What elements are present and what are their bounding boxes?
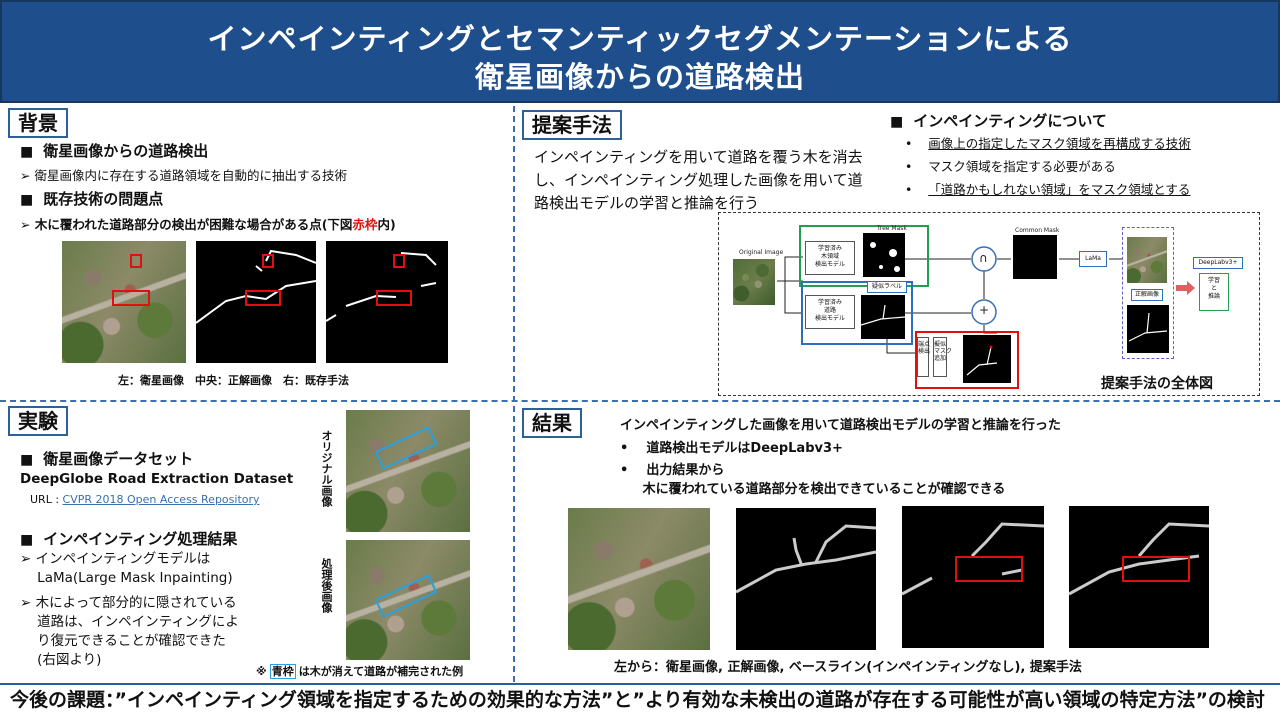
background-ground-truth-image [196, 241, 316, 363]
gt-red-box-2 [245, 290, 281, 306]
experiment-note: ※青枠は木が消えて道路が補完された例 [256, 664, 464, 679]
diagram-ground-truth-image [1127, 305, 1169, 353]
section-title-results: 結果 [522, 408, 582, 438]
background-caption: 左：衛星画像 中央：正解画像 右：既存手法 [118, 374, 349, 387]
diagram-ground-truth-label: 正解画像 [1131, 289, 1163, 301]
diagram-deeplab-box: DeepLabv3+ [1193, 257, 1243, 269]
background-satellite-image [62, 241, 186, 363]
section-title-method: 提案手法 [522, 110, 622, 140]
results-proposed-red-box [1122, 556, 1190, 582]
results-proposed-image [1069, 506, 1209, 648]
method-diagram: Original Image 学習済み 木領域 検出モデル Tree Mask … [718, 212, 1260, 396]
dataset-name: DeepGlobe Road Extraction Dataset [20, 471, 294, 487]
diagram-plus-symbol: + [979, 303, 990, 317]
background-text-2: ➢ 木に覆われた道路部分の検出が困難な場合がある点(下図赤枠内) [20, 217, 396, 232]
dataset-url-row: URL : CVPR 2018 Open Access Repository [30, 493, 260, 506]
diagram-road-model: 学習済み 道路 検出モデル [805, 295, 855, 329]
diagram-tree-model: 学習済み 木領域 検出モデル [805, 241, 855, 275]
experiment-original-image [346, 410, 470, 532]
divider-vertical [513, 106, 515, 682]
future-work-footer: 今後の課題：”インペインティング領域を指定するための効果的な方法”と”より有効な… [0, 683, 1280, 720]
section-title-experiment: 実験 [8, 406, 68, 436]
diagram-output-box [1122, 227, 1174, 359]
diagram-pseudo-label: 疑似ラベル [867, 281, 907, 293]
existing-red-box-1 [393, 254, 405, 268]
diagram-red-output-image [963, 335, 1011, 383]
experiment-bullet-1: ➢ インペインティングモデルは LaMa(Large Mask Inpainti… [20, 551, 233, 586]
results-baseline-red-box [955, 556, 1023, 582]
diagram-label-tree-mask: Tree Mask [877, 225, 907, 232]
results-intro: インペインティングした画像を用いて道路検出モデルの学習と推論を行った [620, 418, 1061, 433]
diagram-green-box [799, 225, 929, 287]
diagram-train-infer-box: 学習 と 推論 [1199, 273, 1229, 311]
divider-horizontal [0, 400, 1280, 402]
gt-red-box-1 [262, 254, 274, 268]
inpainting-bullet-1: • 画像上の指定したマスク領域を再構成する技術 [905, 136, 1191, 151]
diagram-label-common-mask: Common Mask [1015, 227, 1060, 234]
diagram-tree-mask-image [863, 233, 905, 277]
results-baseline-image [902, 506, 1044, 648]
existing-red-box-2 [376, 290, 412, 306]
results-ground-truth-image [736, 508, 876, 650]
results-bullet-1: • 道路検出モデルはDeepLabv3+ [620, 441, 843, 456]
poster-header: インペインティングとセマンティックセグメンテーションによる 衛星画像からの道路検… [0, 0, 1280, 103]
diagram-label-original: Original Image [739, 249, 784, 256]
inpainting-bullet-3: • 「道路かもしれない領域」をマスク領域とする [905, 182, 1191, 197]
experiment-processed-image [346, 540, 470, 660]
diagram-pseudo-mask: 擬似 マスク 追加 [933, 337, 952, 377]
diagram-original-image [733, 259, 775, 305]
results-caption: 左から：衛星画像, 正解画像, ベースライン(インペインティングなし), 提案手… [614, 660, 1082, 675]
title-line-2: 衛星画像からの道路検出 [474, 60, 805, 94]
title-line-1: インペインティングとセマンティックセグメンテーションによる [207, 22, 1073, 56]
background-text-1: ➢ 衛星画像内に存在する道路領域を自動的に抽出する技術 [20, 168, 347, 183]
diagram-inpainted-image [1127, 237, 1167, 283]
label-processed-image: 処理後画像 [320, 558, 333, 613]
diagram-pseudo-label-image [861, 295, 905, 339]
results-bullet-2: • 出力結果から 木に覆われている道路部分を検出できていることが確認できる [620, 463, 1006, 497]
diagram-caption: 提案手法の全体図 [1101, 376, 1213, 392]
diagram-arrows [777, 246, 1195, 354]
diagram-cap-symbol: ∩ [979, 251, 988, 265]
background-red-box-2 [112, 290, 150, 306]
section-title-background: 背景 [8, 108, 68, 138]
experiment-heading-2: インペインティング処理結果 [20, 528, 237, 549]
background-red-box-1 [130, 254, 142, 268]
inpainting-heading: インペインティングについて [890, 110, 1107, 131]
diagram-red-box [915, 331, 1019, 389]
diagram-common-mask-image [1013, 235, 1057, 279]
dataset-url-link[interactable]: CVPR 2018 Open Access Repository [62, 493, 260, 506]
diagram-lama-box: LaMa [1079, 251, 1107, 267]
diagram-endpoint-detect: 端点 検出 [917, 337, 930, 377]
experiment-bullet-2: ➢ 木によって部分的に隠されている 道路は、インペインティングによ り復元できる… [20, 595, 239, 668]
label-original-image: オリジナル画像 [320, 430, 333, 507]
diagram-blue-box [801, 281, 913, 345]
background-heading-1: 衛星画像からの道路検出 [20, 140, 208, 161]
inpainting-bullet-2: • マスク領域を指定する必要がある [905, 159, 1116, 174]
method-description: インペインティングを用いて道路を覆う木を消去し、インペインティング処理した画像を… [534, 148, 863, 212]
experiment-heading-1: 衛星画像データセット [20, 448, 193, 469]
background-heading-2: 既存技術の問題点 [20, 188, 163, 209]
results-satellite-image [568, 508, 710, 650]
